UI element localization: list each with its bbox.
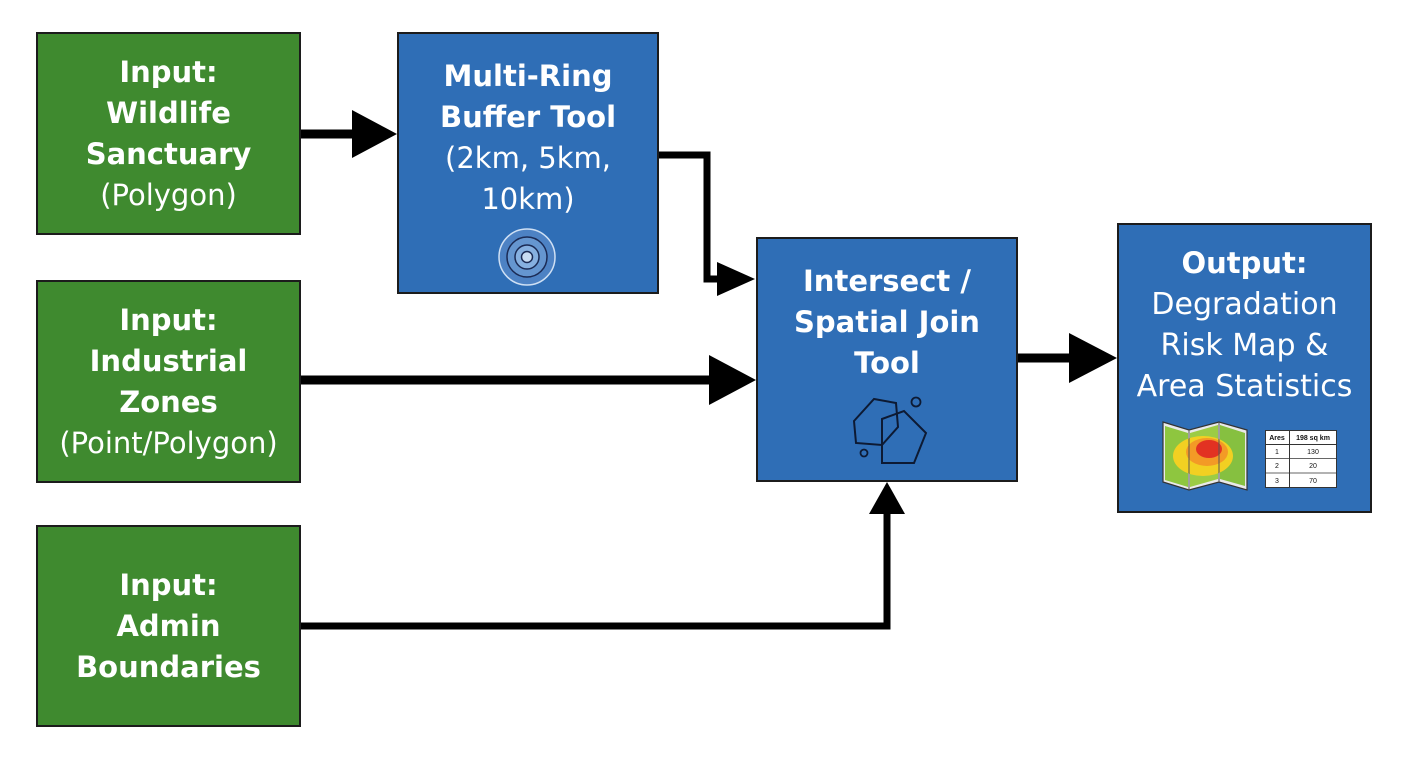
statistics-table-icon: Ares 198 sq km 1 130 2 20 3 70 — [1265, 430, 1337, 488]
stats-header-cell: 198 sq km — [1296, 435, 1330, 442]
node-title-line: Sanctuary — [85, 136, 252, 171]
node-title-line: Multi-Ring — [443, 59, 613, 93]
stats-cell: 2 — [1275, 463, 1279, 470]
overlapping-polygons-icon — [852, 396, 928, 464]
multi-ring-buffer-tool-box: Multi-Ring Buffer Tool (2km, 5km, 10km) — [397, 32, 659, 294]
heat-map-icon — [1162, 421, 1248, 491]
connector-buffer-to-intersect — [659, 151, 755, 296]
output-risk-map-box: Output: Degradation Risk Map & Area Stat… — [1117, 223, 1372, 513]
node-title-line: Admin — [116, 608, 221, 643]
input-industrial-zones-box: Input: Industrial Zones (Point/Polygon) — [36, 280, 301, 483]
connector-intersect-to-output — [1018, 333, 1117, 383]
node-title-line: Buffer Tool — [439, 100, 617, 134]
concentric-rings-icon — [498, 228, 556, 286]
node-title-line: Input: — [119, 567, 218, 602]
node-title-line: Input: — [119, 54, 218, 89]
stats-cell: 20 — [1309, 463, 1317, 470]
node-title-line: Wildlife — [106, 95, 231, 130]
connector-industrial-to-intersect — [301, 355, 756, 405]
intersect-spatial-join-tool-box: Intersect / Spatial Join Tool — [756, 237, 1018, 482]
output-title: Output: — [1181, 246, 1308, 280]
input-admin-boundaries-box: Input: Admin Boundaries — [36, 525, 301, 727]
node-subtitle: (2km, 5km, — [445, 141, 611, 175]
stats-cell: 70 — [1309, 478, 1317, 485]
stats-header-cell: Ares — [1269, 435, 1285, 442]
node-title-line: Tool — [854, 346, 920, 380]
connector-sanctuary-to-buffer — [301, 110, 397, 158]
node-subtitle: (Point/Polygon) — [59, 425, 278, 460]
stats-cell: 1 — [1275, 449, 1279, 456]
node-title-line: Risk Map & — [1160, 328, 1329, 363]
node-subtitle: (Polygon) — [100, 177, 237, 212]
node-title-line: Area Statistics — [1136, 369, 1353, 404]
stats-cell: 130 — [1307, 449, 1319, 456]
connector-admin-to-intersect — [301, 482, 905, 630]
node-title-line: Degradation — [1151, 287, 1338, 322]
node-title-line: Boundaries — [76, 649, 261, 684]
stats-cell: 3 — [1275, 478, 1279, 485]
node-title-line: Intersect / — [803, 264, 971, 298]
node-title-line: Spatial Join — [794, 305, 980, 339]
node-title-line: Zones — [119, 384, 218, 419]
node-title-line: Industrial — [89, 343, 248, 378]
input-wildlife-sanctuary-box: Input: Wildlife Sanctuary (Polygon) — [36, 32, 301, 235]
node-title-line: Input: — [119, 302, 218, 337]
node-subtitle: 10km) — [481, 182, 575, 216]
